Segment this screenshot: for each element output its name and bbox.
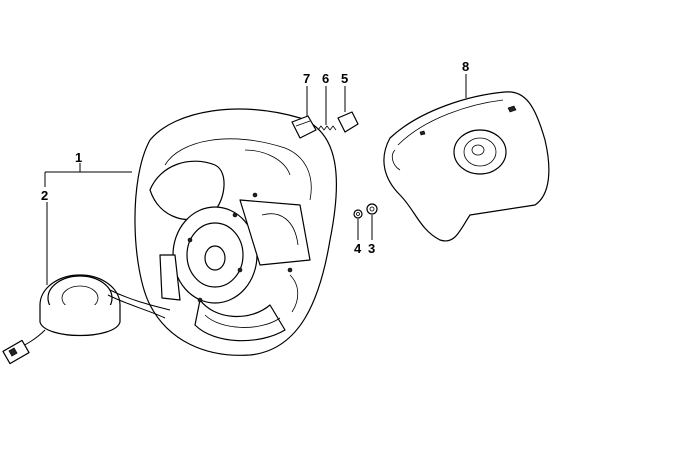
clip-left [291, 115, 317, 139]
callout-2: 2 [41, 188, 48, 203]
callout-labels: 1 2 3 4 5 6 7 8 [41, 59, 469, 256]
leader-lines [44, 74, 467, 285]
nut [366, 203, 378, 215]
spring [317, 125, 337, 131]
airbag-module [383, 91, 550, 242]
slip-ring [2, 274, 171, 365]
clip-right [337, 111, 359, 133]
callout-3: 3 [368, 241, 375, 256]
callout-7: 7 [303, 71, 310, 86]
callout-6: 6 [322, 71, 329, 86]
callout-4: 4 [354, 241, 362, 256]
steering-wheel [134, 108, 338, 356]
callout-8: 8 [462, 59, 469, 74]
callout-5: 5 [341, 71, 348, 86]
callout-1: 1 [75, 150, 82, 165]
washer [353, 209, 363, 219]
